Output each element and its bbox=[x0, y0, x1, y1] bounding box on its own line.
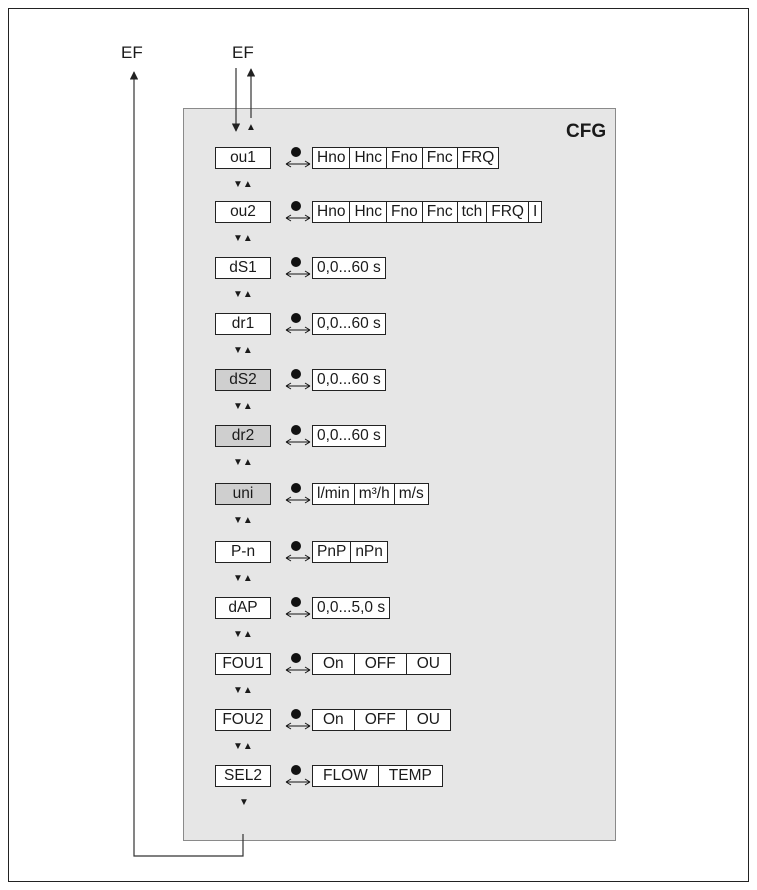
setting-option: l/min bbox=[317, 485, 350, 502]
nav-down-arrow: ▼ bbox=[239, 797, 249, 808]
setting-options-ds1: 0,0...60 s bbox=[312, 257, 386, 279]
setting-option: 0,0...60 s bbox=[317, 371, 381, 388]
param-dr1: dr1 bbox=[215, 313, 271, 335]
nav-down-up-arrows: ▼▲ bbox=[233, 401, 253, 412]
nav-down-up-arrows: ▼▲ bbox=[233, 741, 253, 752]
nav-down-up-arrows: ▼▲ bbox=[233, 573, 253, 584]
nav-down-up-arrows: ▼▲ bbox=[233, 685, 253, 696]
param-dr2: dr2 bbox=[215, 425, 271, 447]
nav-down-up-arrows: ▼▲ bbox=[233, 289, 253, 300]
setting-option: On bbox=[323, 655, 344, 672]
param-p-n: P-n bbox=[215, 541, 271, 563]
push-button-icon bbox=[285, 541, 311, 562]
setting-option: FRQ bbox=[486, 202, 528, 222]
setting-option: Hno bbox=[317, 149, 346, 166]
setting-option: 0,0...5,0 s bbox=[317, 599, 386, 616]
setting-option: Hnc bbox=[349, 148, 386, 168]
param-ou2: ou2 bbox=[215, 201, 271, 223]
setting-option: OU bbox=[405, 710, 450, 730]
setting-option: Fno bbox=[386, 148, 422, 168]
setting-options-sel2: FLOW TEMP bbox=[312, 765, 443, 787]
param-fou2: FOU2 bbox=[215, 709, 271, 731]
param-dap: dAP bbox=[215, 597, 271, 619]
push-button-icon bbox=[285, 597, 311, 618]
nav-down-up-arrows: ▼▲ bbox=[233, 179, 253, 190]
param-ou1: ou1 bbox=[215, 147, 271, 169]
setting-option: nPn bbox=[350, 542, 387, 562]
ef-return-line bbox=[129, 71, 244, 857]
setting-options-dr2: 0,0...60 s bbox=[312, 425, 386, 447]
push-button-icon bbox=[285, 147, 311, 168]
setting-option: PnP bbox=[317, 543, 347, 560]
setting-options-dap: 0,0...5,0 s bbox=[312, 597, 391, 619]
setting-option: Fno bbox=[386, 202, 422, 222]
setting-option: m/s bbox=[393, 484, 428, 504]
setting-option: Hnc bbox=[349, 202, 386, 222]
push-button-icon bbox=[285, 653, 311, 674]
nav-down-up-arrows: ▼▲ bbox=[233, 345, 253, 356]
setting-option: FRQ bbox=[456, 148, 499, 168]
param-fou1: FOU1 bbox=[215, 653, 271, 675]
setting-option: 0,0...60 s bbox=[317, 315, 381, 332]
nav-down-up-arrows: ▼▲ bbox=[233, 233, 253, 244]
setting-options-ds2: 0,0...60 s bbox=[312, 369, 386, 391]
setting-option: Fnc bbox=[421, 148, 457, 168]
exit-label-left: EF bbox=[121, 43, 143, 62]
push-button-icon bbox=[285, 369, 311, 390]
setting-options-dr1: 0,0...60 s bbox=[312, 313, 386, 335]
push-button-icon bbox=[285, 313, 311, 334]
setting-option: FLOW bbox=[323, 767, 368, 784]
setting-option: OU bbox=[405, 654, 450, 674]
nav-down-up-arrows: ▼▲ bbox=[233, 629, 253, 640]
push-button-icon bbox=[285, 257, 311, 278]
setting-option: I bbox=[527, 202, 541, 222]
setting-option: tch bbox=[456, 202, 487, 222]
param-ds2: dS2 bbox=[215, 369, 271, 391]
figure-frame bbox=[8, 8, 749, 882]
push-button-icon bbox=[285, 425, 311, 446]
setting-option: m³/h bbox=[353, 484, 394, 504]
setting-option: Hno bbox=[317, 203, 346, 220]
nav-up-arrow: ▲ bbox=[246, 122, 256, 133]
push-button-icon bbox=[285, 709, 311, 730]
setting-option: 0,0...60 s bbox=[317, 259, 381, 276]
nav-down-up-arrows: ▼▲ bbox=[233, 457, 253, 468]
nav-down-up-arrows: ▼▲ bbox=[233, 515, 253, 526]
param-uni: uni bbox=[215, 483, 271, 505]
setting-option: 0,0...60 s bbox=[317, 427, 381, 444]
setting-option: On bbox=[323, 711, 344, 728]
setting-option: TEMP bbox=[377, 766, 442, 786]
setting-option: OFF bbox=[353, 654, 406, 674]
push-button-icon bbox=[285, 765, 311, 786]
param-sel2: SEL2 bbox=[215, 765, 271, 787]
menu-title: CFG bbox=[566, 121, 607, 142]
push-button-icon bbox=[285, 201, 311, 222]
param-ds1: dS1 bbox=[215, 257, 271, 279]
setting-option: Fnc bbox=[421, 202, 457, 222]
push-button-icon bbox=[285, 483, 311, 504]
setting-option: OFF bbox=[353, 710, 406, 730]
exit-label-top: EF bbox=[232, 43, 254, 62]
